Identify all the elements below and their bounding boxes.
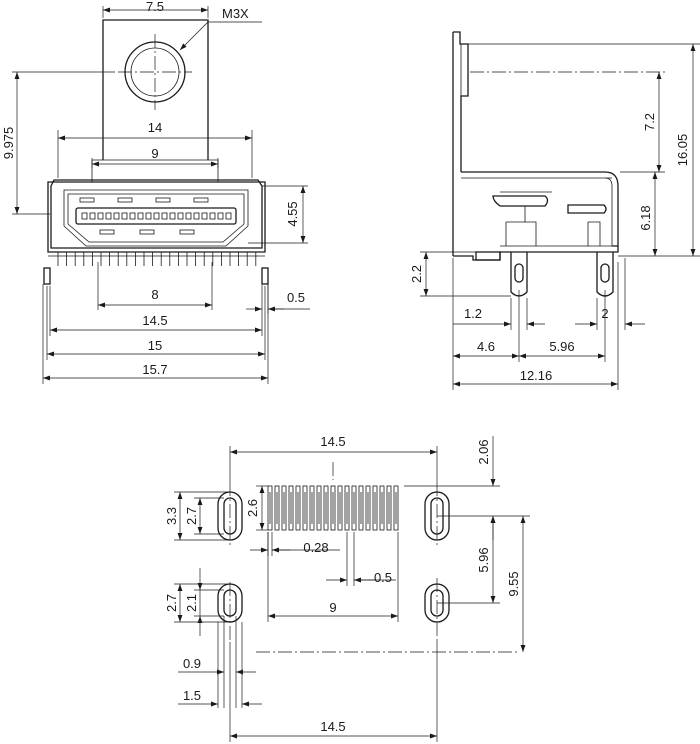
pad: [288, 485, 294, 531]
contact-pin: [145, 212, 152, 220]
contact-pin: [209, 212, 216, 220]
dim-height-left: 9.975: [1, 127, 16, 160]
fp-dim-top-width: 14.5: [320, 434, 345, 449]
contact-pin: [161, 212, 168, 220]
pad: [295, 485, 301, 531]
pcb-footprint: 14.5 2.06 3.3 2.7 2.6 0.28 0.5: [164, 434, 530, 742]
contact-pin: [137, 212, 144, 220]
contact-pin: [97, 212, 104, 220]
dim-pin-a: 1.2: [464, 306, 482, 321]
dim-height-right: 4.55: [285, 201, 300, 226]
contact-pin: [193, 212, 200, 220]
dim-total-bottom: 12.16: [520, 368, 553, 383]
fp-dim-slot-width-b: 1.5: [183, 688, 201, 703]
pad: [316, 485, 322, 531]
thread-label: M3X: [222, 6, 249, 21]
dim-total-right: 16.05: [675, 134, 690, 167]
pad: [302, 485, 308, 531]
pad: [323, 485, 329, 531]
front-view: M3X 7.5 9.975: [1, 0, 310, 384]
pad: [365, 485, 371, 531]
side-view: 7.2 16.05 6.18 2.2 1.2 2 4.6 5.96: [409, 31, 700, 390]
fp-dim-bottom-width: 14.5: [320, 719, 345, 734]
fp-dim-pad-pitch: 0.5: [374, 570, 392, 585]
dim-bottom-inner: 8: [151, 287, 158, 302]
contact-pin: [153, 212, 160, 220]
front-pin-row: [57, 252, 257, 266]
pad: [386, 485, 392, 531]
pad: [330, 485, 336, 531]
contact-pin: [89, 212, 96, 220]
fp-dim-lower-slot-outer: 2.7: [164, 594, 179, 612]
contact-pin: [105, 212, 112, 220]
fp-dim-pad-width: 0.28: [303, 540, 328, 555]
dim-offset-a: 4.6: [477, 339, 495, 354]
dim-left-small: 2.2: [409, 265, 424, 283]
dim-top-width: 7.5: [146, 0, 164, 14]
fp-dim-left-slot-inner: 2.7: [184, 507, 199, 525]
contact-pin: [225, 212, 232, 220]
pad: [281, 485, 287, 531]
fp-dim-row-span: 9: [329, 600, 336, 615]
pad: [351, 485, 357, 531]
contact-pin: [81, 212, 88, 220]
contact-pin: [185, 212, 192, 220]
contact-pin: [177, 212, 184, 220]
dim-lower-right: 6.18: [638, 205, 653, 230]
dim-bottom-2: 15: [148, 338, 162, 353]
pad: [393, 485, 399, 531]
dim-offset-b: 5.96: [549, 339, 574, 354]
fp-dim-top-right: 2.06: [476, 439, 491, 464]
contact-pin: [121, 212, 128, 220]
fp-dim-slot-width-a: 0.9: [183, 656, 201, 671]
fp-dim-right-total: 9.55: [506, 571, 521, 596]
pad: [379, 485, 385, 531]
pad: [344, 485, 350, 531]
dim-outer-upper: 14: [148, 120, 162, 135]
dim-inner-upper: 9: [151, 146, 158, 161]
contact-pin: [201, 212, 208, 220]
pad: [358, 485, 364, 531]
fp-dim-pad-length: 2.6: [245, 499, 260, 517]
pad-row: [267, 485, 399, 531]
dim-right-small: 0.5: [287, 290, 305, 305]
fp-dim-right-mid: 5.96: [476, 547, 491, 572]
contact-pin: [169, 212, 176, 220]
pad: [267, 485, 273, 531]
contact-pin: [113, 212, 120, 220]
pad: [274, 485, 280, 531]
dim-bottom-3: 15.7: [142, 362, 167, 377]
contact-pin: [217, 212, 224, 220]
pad: [309, 485, 315, 531]
dim-upper-right: 7.2: [642, 113, 657, 131]
pad: [337, 485, 343, 531]
dim-bottom-1: 14.5: [142, 313, 167, 328]
pad: [372, 485, 378, 531]
contact-pin: [129, 212, 136, 220]
tongue-pins: [81, 212, 232, 220]
fp-dim-lower-slot-inner: 2.1: [184, 594, 199, 612]
fp-dim-left-slot-outer: 3.3: [164, 507, 179, 525]
